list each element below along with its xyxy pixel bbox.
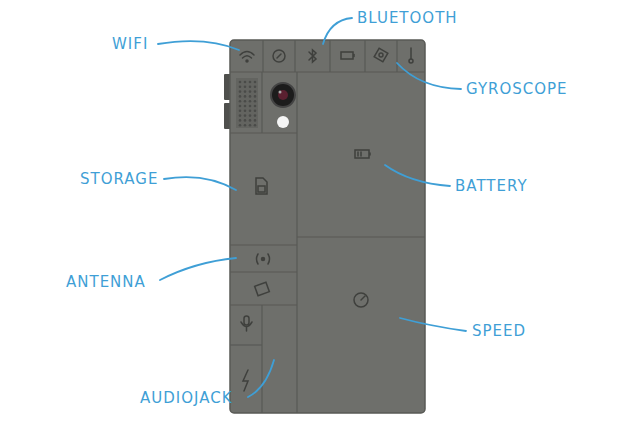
speaker-hole [249, 95, 252, 98]
speaker-hole [254, 95, 257, 98]
speaker-hole [249, 86, 252, 89]
speaker-hole [239, 100, 242, 103]
speaker-hole [239, 86, 242, 89]
speaker-hole [254, 119, 257, 122]
speaker-hole [254, 81, 257, 84]
phone-body [230, 40, 425, 413]
speaker-hole [249, 81, 252, 84]
callout-label: ANTENNA [66, 272, 146, 292]
speaker-hole [254, 105, 257, 108]
camera-lens [278, 90, 288, 100]
speaker-hole [239, 95, 242, 98]
camera-lens [271, 83, 295, 107]
speaker-hole [244, 105, 247, 108]
speaker-hole [254, 100, 257, 103]
speaker-holes [239, 81, 257, 127]
speaker-hole [249, 119, 252, 122]
speaker-hole [249, 90, 252, 93]
callout-label: BATTERY [455, 176, 528, 196]
flash [277, 116, 289, 128]
speaker-hole [249, 114, 252, 117]
speaker-hole [254, 110, 257, 113]
callout-label: WIFI [112, 34, 148, 54]
speaker-hole [239, 105, 242, 108]
speaker-hole [244, 114, 247, 117]
callout-label: STORAGE [80, 169, 158, 189]
speaker-hole [239, 110, 242, 113]
speaker-hole [244, 95, 247, 98]
module-grid [230, 40, 425, 413]
speaker-hole [244, 90, 247, 93]
callout-label: SPEED [472, 321, 526, 341]
speaker-hole [244, 124, 247, 127]
callout-label: AUDIOJACK [140, 388, 233, 408]
speaker-grille [236, 78, 258, 128]
speaker-hole [244, 100, 247, 103]
callout-label: BLUETOOTH [357, 8, 458, 28]
speaker-hole [249, 100, 252, 103]
module-icons [240, 48, 413, 391]
speaker-hole [254, 86, 257, 89]
speaker-hole [244, 110, 247, 113]
speaker-hole [239, 114, 242, 117]
speaker-hole [244, 119, 247, 122]
speaker-hole [254, 124, 257, 127]
speaker-hole [239, 90, 242, 93]
speaker-hole [249, 124, 252, 127]
speaker-hole [254, 114, 257, 117]
speaker-hole [244, 86, 247, 89]
camera-lens [279, 91, 282, 94]
speaker-hole [249, 110, 252, 113]
speaker-hole [239, 81, 242, 84]
speaker-hole [249, 105, 252, 108]
speaker-hole [244, 81, 247, 84]
callout-label: GYROSCOPE [466, 79, 568, 99]
leader-line [158, 18, 466, 397]
speaker-hole [239, 124, 242, 127]
speaker-hole [239, 119, 242, 122]
speaker-hole [254, 90, 257, 93]
